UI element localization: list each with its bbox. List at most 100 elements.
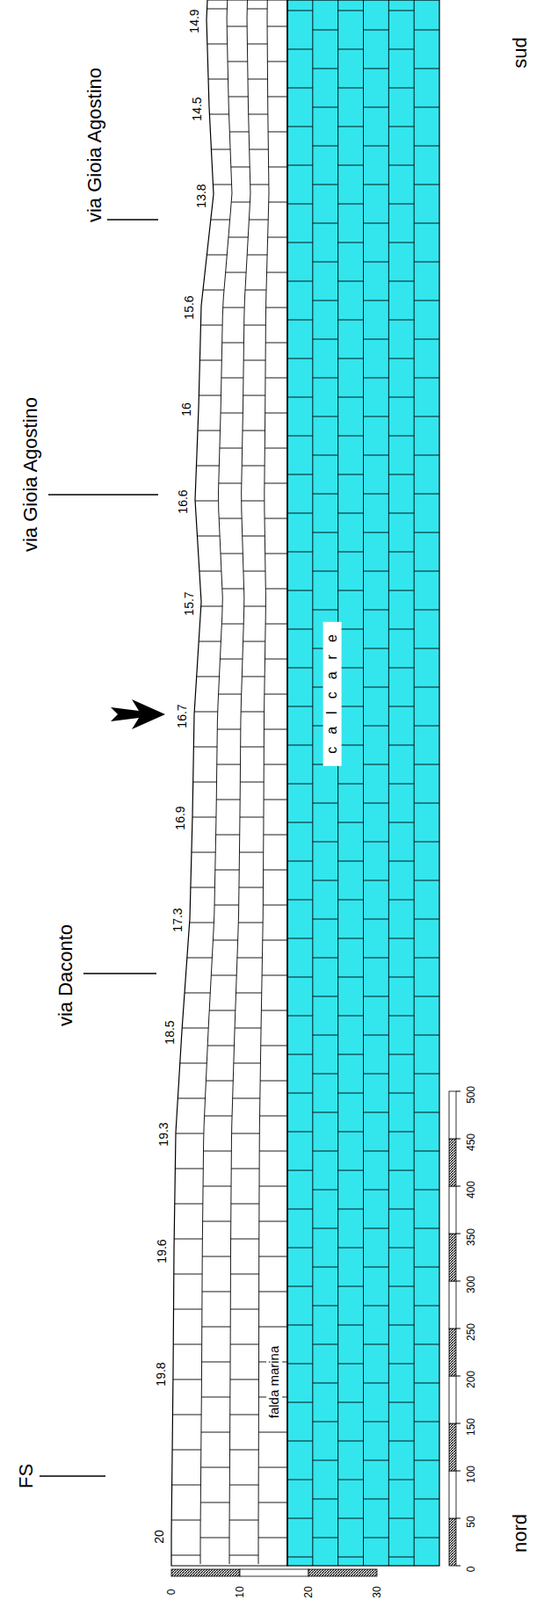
block-joint: [312, 455, 339, 457]
block-joint: [363, 1151, 390, 1153]
block-joint: [413, 1537, 440, 1539]
block-joint: [312, 68, 339, 70]
block-joint: [287, 783, 313, 785]
block-joint: [287, 1170, 313, 1172]
block-joint: [338, 474, 364, 476]
block-joint: [228, 96, 248, 98]
block-joint: [413, 1344, 440, 1346]
block-joint: [388, 1518, 414, 1520]
block-joint: [312, 1305, 339, 1307]
depth-scale-segment: [239, 1569, 309, 1577]
block-joint: [287, 590, 313, 592]
elevation-value: 14.9: [188, 8, 202, 33]
elevation-value: 15.6: [182, 295, 196, 319]
block-joint: [244, 325, 267, 327]
block-joint: [189, 922, 215, 924]
block-joint: [268, 96, 288, 98]
bedding-line: [413, 0, 415, 1566]
elevation-value: 13.8: [195, 183, 209, 208]
block-joint: [261, 1010, 288, 1012]
block-joint: [259, 1256, 288, 1258]
block-joint: [388, 1479, 414, 1481]
block-joint: [201, 1467, 231, 1469]
block-joint: [287, 1325, 313, 1327]
block-joint: [226, 26, 247, 28]
block-joint: [287, 358, 313, 360]
block-joint: [388, 281, 414, 283]
block-joint: [259, 1151, 288, 1153]
block-joint: [413, 1305, 440, 1307]
block-joint: [231, 166, 250, 168]
block-joint: [181, 1028, 209, 1030]
block-joint: [338, 1247, 364, 1249]
block-joint: [363, 377, 390, 379]
bedding-line: [311, 0, 313, 1566]
block-joint: [206, 254, 227, 256]
block-joint: [215, 870, 240, 871]
block-joint: [312, 1421, 339, 1423]
block-joint: [229, 1485, 259, 1487]
block-joint: [287, 1247, 313, 1249]
block-joint: [388, 1247, 414, 1249]
depth-scale-number: 30: [371, 1586, 384, 1598]
elevation-value: 19.3: [157, 1122, 171, 1146]
block-joint: [388, 1363, 414, 1365]
block-joint: [172, 1450, 202, 1451]
block-joint: [240, 746, 265, 748]
block-joint: [287, 1054, 313, 1056]
block-joint: [338, 822, 364, 824]
block-joint: [413, 416, 440, 418]
block-joint: [230, 1379, 260, 1381]
block-joint: [338, 1402, 364, 1404]
elevation-value: 17.3: [171, 907, 185, 932]
block-joint: [216, 799, 240, 801]
block-joint: [177, 1098, 205, 1100]
scale-tick: [456, 1233, 461, 1235]
block-joint: [312, 261, 339, 263]
block-joint: [312, 841, 339, 843]
block-joint: [263, 799, 288, 801]
station-name: FS: [15, 1464, 37, 1489]
block-joint: [203, 290, 225, 291]
block-joint: [287, 1518, 313, 1520]
block-joint: [388, 899, 414, 901]
block-joint: [388, 745, 414, 747]
block-joint: [229, 1520, 259, 1522]
block-joint: [363, 1383, 390, 1385]
block-joint: [237, 957, 263, 959]
block-joint: [259, 1221, 288, 1223]
block-joint: [184, 993, 211, 994]
block-joint: [413, 1228, 440, 1230]
block-joint: [243, 641, 266, 643]
block-joint: [338, 706, 364, 708]
block-joint: [338, 1209, 364, 1211]
block-joint: [338, 242, 364, 244]
block-joint: [263, 834, 288, 836]
block-joint: [363, 648, 390, 650]
block-joint: [193, 782, 218, 783]
block-joint: [312, 571, 339, 573]
block-joint: [247, 79, 268, 80]
block-joint: [338, 319, 364, 321]
block-joint: [413, 339, 440, 341]
block-joint: [413, 764, 440, 766]
dry-limestone: [171, 0, 288, 1566]
length-scale-segment: [449, 1328, 457, 1377]
block-joint: [174, 1274, 203, 1276]
block-joint: [258, 1467, 288, 1469]
limestone-band: calcare: [287, 0, 440, 1566]
block-joint: [338, 281, 364, 283]
block-joint: [338, 1131, 364, 1133]
length-scale-number: 250: [465, 1323, 478, 1342]
block-joint: [312, 107, 339, 109]
block-joint: [413, 1151, 440, 1153]
block-joint: [229, 1555, 259, 1557]
block-joint: [312, 377, 339, 379]
block-joint: [216, 834, 240, 836]
length-scale-segment: [449, 1518, 457, 1566]
block-joint: [210, 975, 237, 977]
block-joint: [233, 1063, 261, 1065]
block-joint: [413, 1267, 440, 1269]
block-joint: [388, 513, 414, 515]
block-joint: [230, 1274, 259, 1276]
